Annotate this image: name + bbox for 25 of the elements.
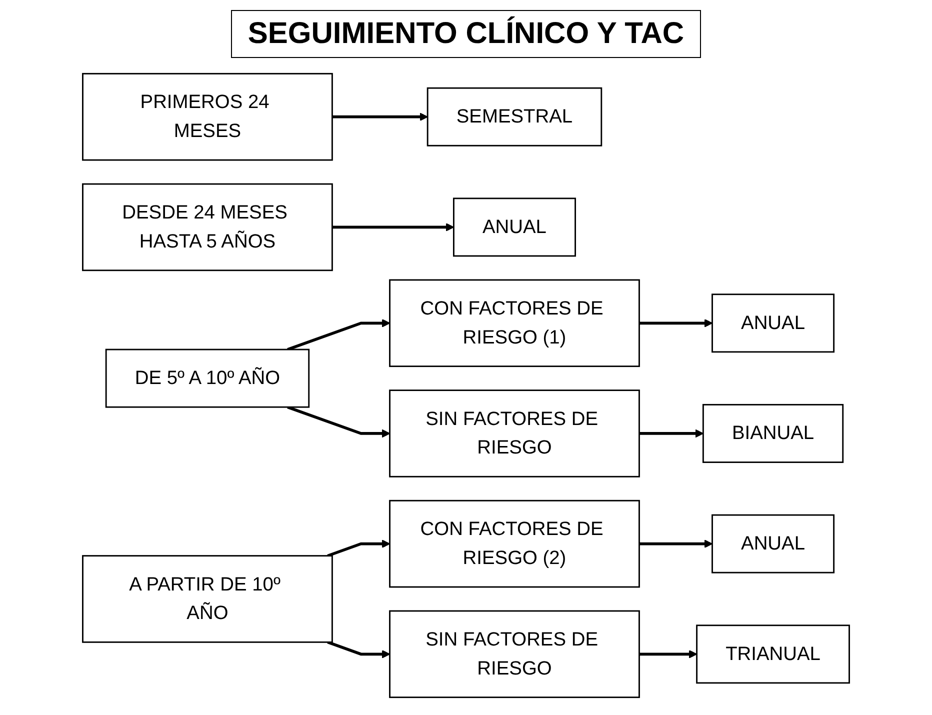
arrow bbox=[332, 112, 428, 122]
node-box: BIANUAL bbox=[702, 404, 844, 463]
arrow bbox=[327, 640, 390, 658]
arrow bbox=[639, 650, 698, 658]
arrow bbox=[332, 222, 454, 232]
node-box: SIN FACTORES DE RIESGO bbox=[389, 610, 640, 698]
arrow bbox=[287, 406, 390, 438]
node-box: ANUAL bbox=[453, 198, 576, 257]
node-box: CON FACTORES DE RIESGO (2) bbox=[389, 500, 640, 588]
node-box: DE 5º A 10º AÑO bbox=[105, 348, 310, 408]
node-box: CON FACTORES DE RIESGO (1) bbox=[389, 279, 640, 368]
arrow bbox=[639, 318, 713, 328]
node-box: ANUAL bbox=[712, 294, 835, 353]
arrow bbox=[287, 318, 390, 351]
arrow bbox=[639, 429, 704, 438]
node-box: SIN FACTORES DE RIESGO bbox=[389, 390, 640, 478]
arrow bbox=[639, 540, 713, 548]
arrow bbox=[327, 540, 390, 558]
node-box: TRIANUAL bbox=[696, 624, 850, 684]
node-box: ANUAL bbox=[712, 514, 835, 574]
node-box: PRIMEROS 24 MESES bbox=[82, 72, 333, 161]
node-box: DESDE 24 MESES HASTA 5 AÑOS bbox=[82, 183, 333, 272]
node-box: A PARTIR DE 10º AÑO bbox=[82, 555, 333, 643]
diagram-title: SEGUIMIENTO CLÍNICO Y TAC bbox=[230, 10, 702, 58]
node-box: SEMESTRAL bbox=[426, 87, 602, 146]
